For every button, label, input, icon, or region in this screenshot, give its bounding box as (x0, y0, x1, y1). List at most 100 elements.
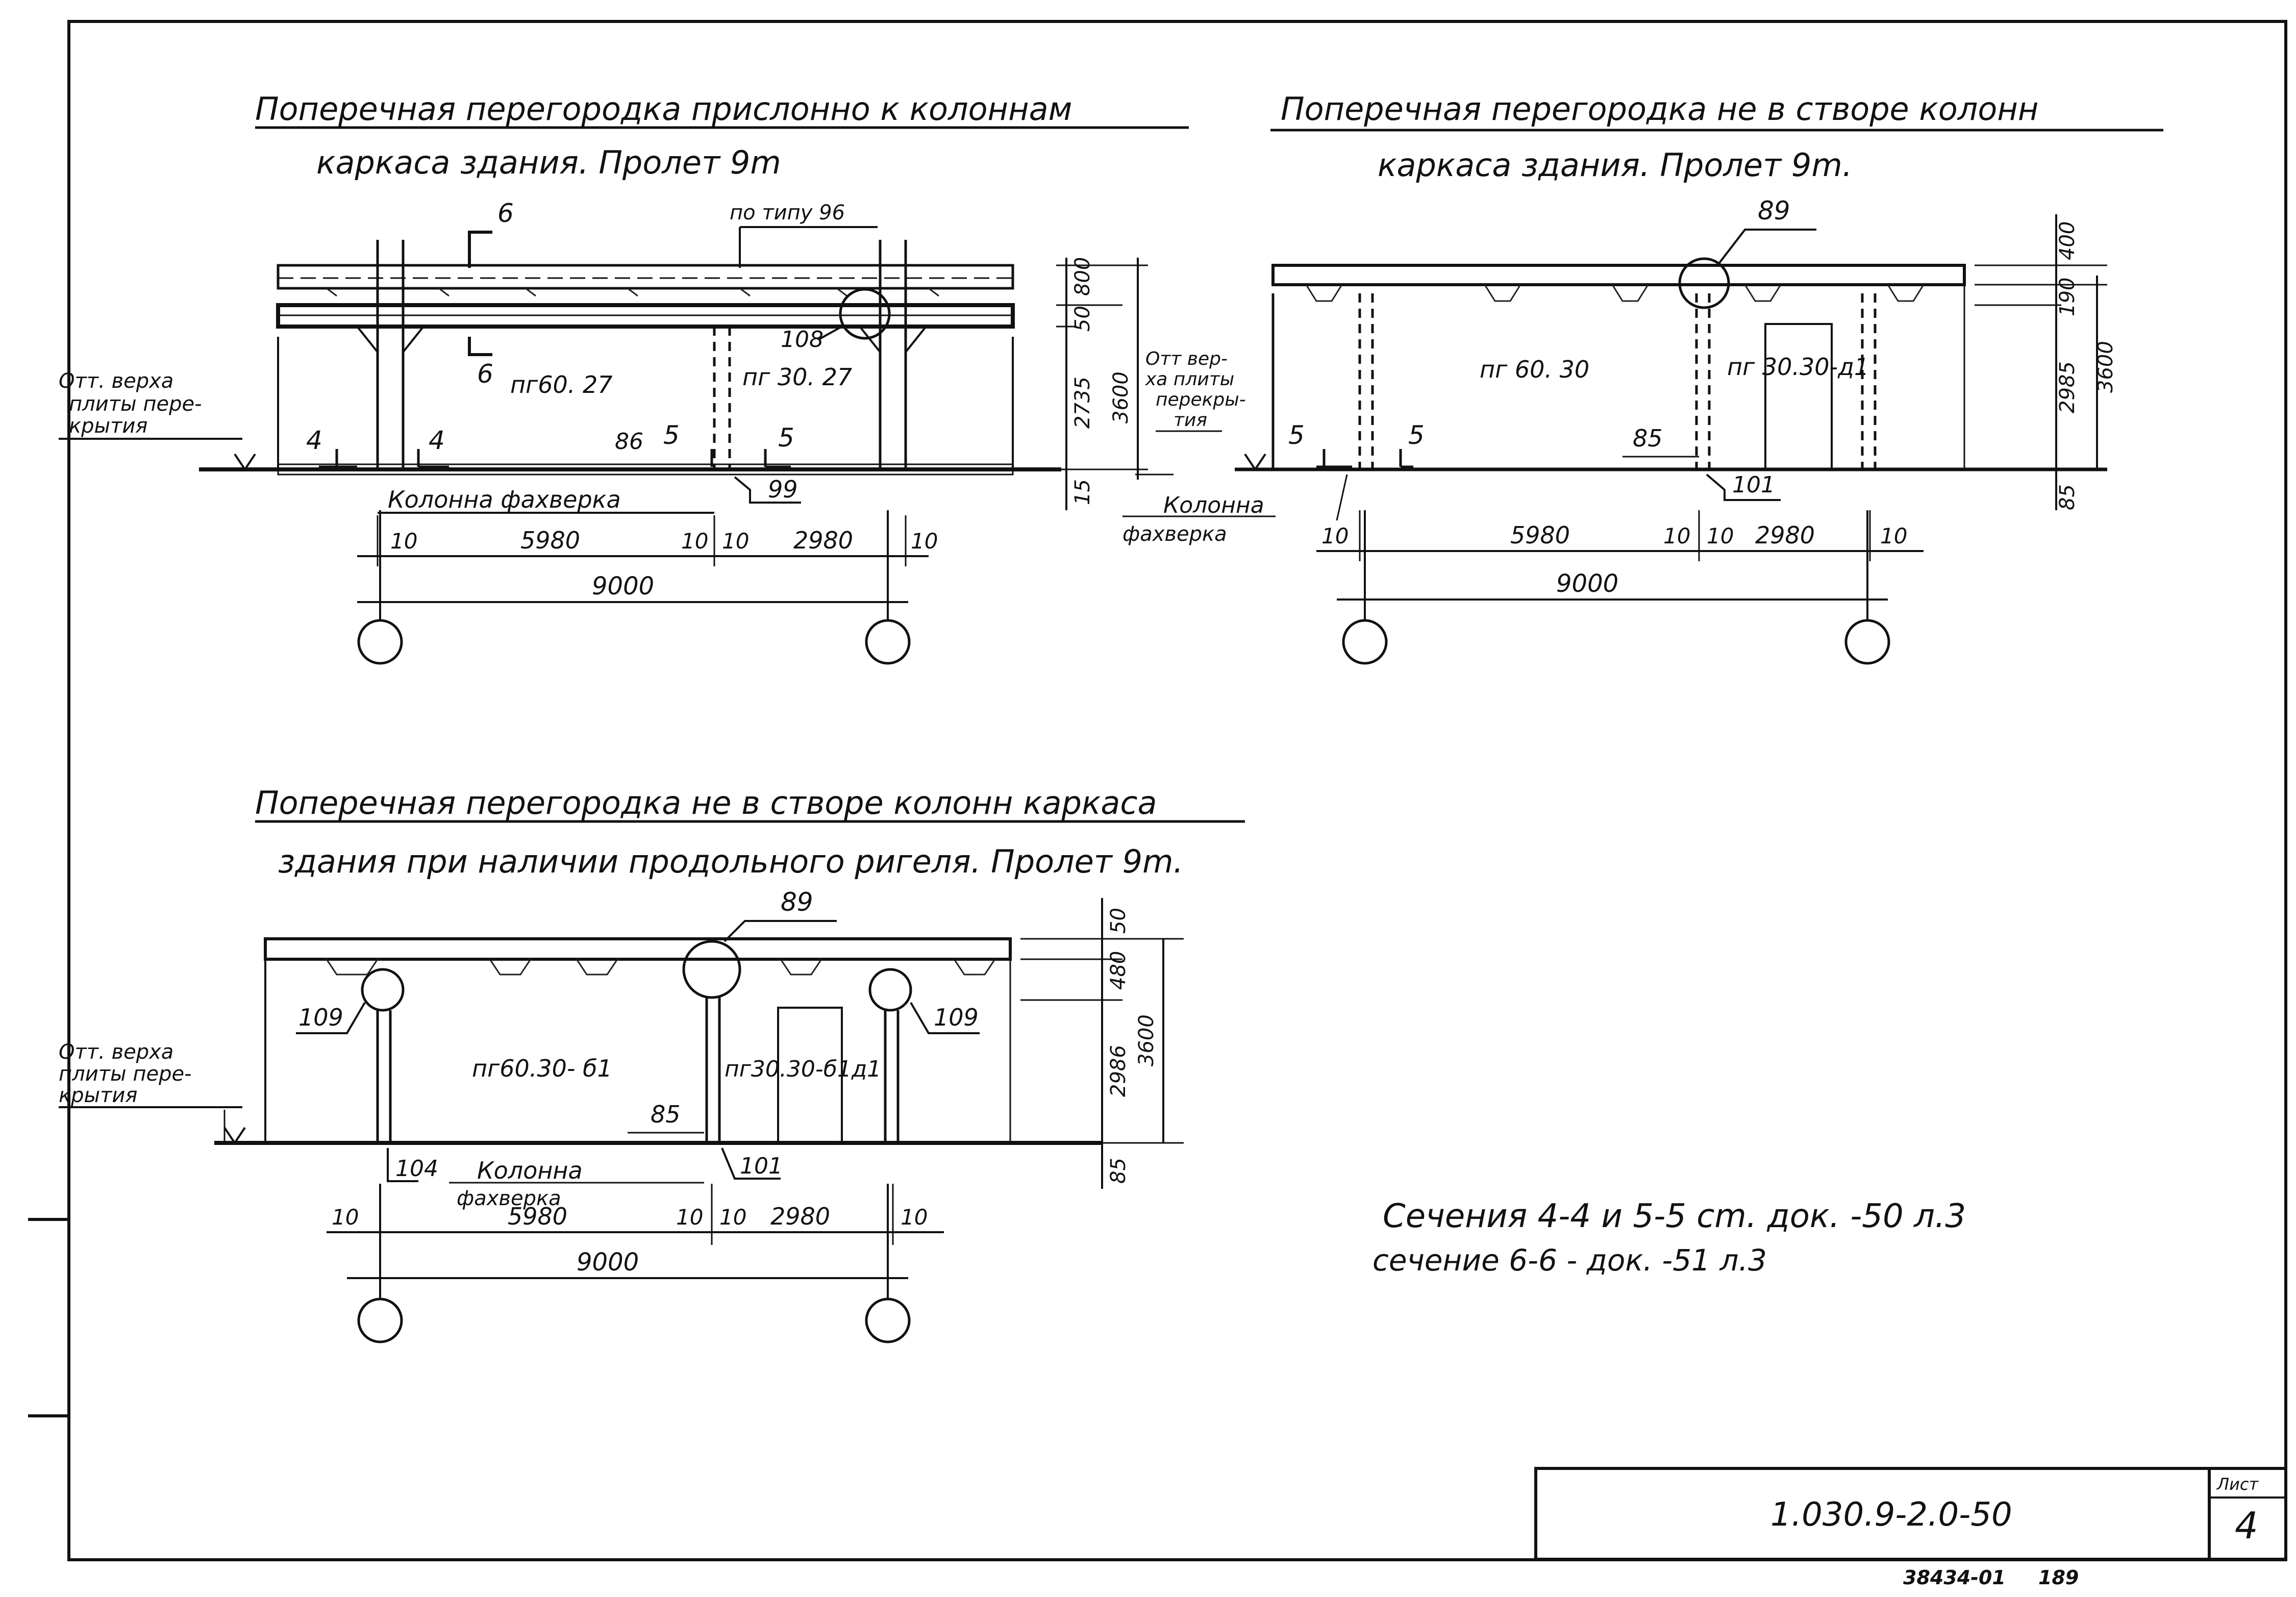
dim-h-10-a: 10 (1321, 523, 1349, 548)
dim-h-10-c: 10 (1707, 523, 1734, 548)
dim-span-9000: 9000 (577, 1248, 639, 1277)
sheet-label: Лист (2216, 1475, 2259, 1494)
dim-h-10-d: 10 (1880, 523, 1907, 548)
dim-h-10-b: 10 (681, 529, 708, 554)
section-1: Поперечная перегородка прислонно к колон… (59, 90, 1189, 665)
archive-page: 189 (2038, 1566, 2079, 1589)
dim-v-2985: 2985 (2056, 361, 2079, 413)
dim-v-15: 15 (1071, 479, 1094, 505)
ref-101: 101 (1732, 472, 1775, 498)
archive-number: 38434-01 (1903, 1566, 2006, 1589)
callout-108: 108 (781, 327, 823, 353)
callout-89: 89 (1758, 196, 1790, 226)
ref-86: 86 (615, 429, 643, 455)
ref-104: 104 (395, 1156, 438, 1182)
dim-v-2986: 2986 (1107, 1045, 1130, 1097)
floor-slab (1271, 264, 1966, 286)
dim-h-2980: 2980 (1755, 521, 1815, 549)
grid-axis-marker (357, 1297, 403, 1343)
ref-85: 85 (651, 1101, 681, 1128)
dim-h-10-c: 10 (722, 529, 749, 554)
dim-v-800: 800 (1071, 257, 1094, 296)
level-note-line1: Отт вер- (1145, 348, 1228, 369)
dim-v-3600: 3600 (1135, 1014, 1158, 1066)
section-3-title-line2: здания при наличии продольного ригеля. П… (278, 843, 1183, 880)
dim-v-190: 190 (2056, 278, 2079, 316)
grid-axis-marker (1342, 619, 1388, 665)
grid-axis-marker (1844, 619, 1890, 665)
section-3-title-line1: Поперечная перегородка не в створе колон… (255, 784, 1157, 821)
cut-5-right: 5 (778, 423, 794, 453)
callout-109-right: 109 (934, 1004, 979, 1031)
column-label-line1: Колонна (477, 1157, 583, 1184)
callout-89: 89 (781, 887, 813, 917)
panel-pg30-27: пг 30. 27 (742, 363, 852, 391)
note-line1: Сечения 4-4 и 5-5 cm. док. -50 л.3 (1383, 1197, 1966, 1235)
cut-5-right: 5 (1408, 420, 1425, 450)
doc-code: 1.030.9-2.0-50 (1770, 1496, 2012, 1534)
ref-85: 85 (1633, 425, 1663, 452)
callout-type-96: по типу 96 (730, 201, 845, 224)
section-2: Поперечная перегородка не в створе колон… (1122, 90, 2163, 665)
dim-h-10-b: 10 (676, 1205, 703, 1230)
dim-h-2980: 2980 (770, 1203, 830, 1230)
panel-pg30-30-b1d1: пг30.30-б1д1 (725, 1056, 881, 1082)
column-label-line2: фахверка (457, 1187, 561, 1210)
cut-4-left: 4 (306, 426, 322, 455)
dim-h-10-d: 10 (901, 1205, 928, 1230)
dim-h-10-a: 10 (332, 1205, 359, 1230)
notes: Сечения 4-4 и 5-5 cm. док. -50 л.3 сечен… (1372, 1197, 1966, 1278)
dim-h-5980: 5980 (520, 527, 580, 554)
sheet-frame (28, 20, 2287, 1561)
section-3: Поперечная перегородка не в створе колон… (59, 784, 1245, 1343)
ref-99: 99 (768, 476, 798, 503)
title-block: 1.030.9-2.0-50 Лист 4 38434-01 189 (1534, 1467, 2287, 1589)
grid-axis-marker (865, 619, 911, 665)
dim-h-5980: 5980 (1510, 521, 1570, 549)
level-note-line4: тия (1174, 410, 1207, 431)
section-1-title-line1: Поперечная перегородка прислонно к колон… (255, 90, 1072, 128)
dim-h-2980: 2980 (793, 527, 853, 554)
floor-slab (264, 937, 1012, 961)
panel-pg60-30-b1: пг60.30- б1 (472, 1055, 612, 1082)
floor-slab (277, 264, 1014, 290)
level-note-line1: Отт. верха (59, 1040, 173, 1064)
level-note-line3: крытия (59, 1084, 138, 1107)
dim-h-10-b: 10 (1663, 523, 1690, 548)
column-label-line2: фахверка (1122, 522, 1227, 546)
dim-v-85: 85 (2056, 484, 2079, 510)
level-note-line2: плиты пере- (69, 392, 202, 416)
dim-span-9000: 9000 (592, 572, 654, 601)
level-note-line2: ха плиты (1145, 369, 1234, 390)
panel-pg60-27: пг60. 27 (510, 371, 613, 398)
level-note-line3: крытия (69, 414, 148, 438)
dim-v-85: 85 (1107, 1158, 1130, 1184)
sheet-number: 4 (2235, 1504, 2258, 1547)
dim-h-10-c: 10 (719, 1205, 746, 1230)
cut-5-left: 5 (663, 420, 680, 450)
dim-h-10-a: 10 (390, 529, 417, 554)
dim-v-50: 50 (1071, 306, 1094, 332)
dim-span-9000: 9000 (1556, 569, 1618, 598)
column-label: Колонна фахверка (388, 486, 621, 513)
dim-v-50: 50 (1107, 908, 1130, 934)
dim-v-2735: 2735 (1071, 377, 1094, 429)
cut-4-right: 4 (429, 426, 445, 455)
dim-v-480: 480 (1107, 951, 1130, 990)
dim-v-3600: 3600 (1109, 371, 1133, 423)
dim-h-10-d: 10 (911, 529, 938, 554)
door-opening (1764, 323, 1833, 470)
section-1-title-line2: каркаса здания. Пролет 9m (316, 144, 781, 181)
level-note-line2: плиты пере- (59, 1062, 192, 1086)
note-line2: сечение 6-6 - док. -51 л.3 (1372, 1243, 1767, 1278)
section-2-title-line2: каркаса здания. Пролет 9m. (1378, 146, 1852, 184)
dim-h-5980: 5980 (508, 1203, 567, 1230)
callout-109-left: 109 (298, 1004, 343, 1031)
panel-pg60-30: пг 60. 30 (1480, 356, 1589, 383)
cut-6-top: 6 (497, 198, 514, 228)
column-label-line1: Колонна (1163, 492, 1264, 518)
panel-pg30-30-d1: пг 30.30-д1 (1727, 353, 1869, 381)
level-note-line3: перекры- (1156, 389, 1246, 410)
dim-v-3600: 3600 (2094, 341, 2117, 393)
